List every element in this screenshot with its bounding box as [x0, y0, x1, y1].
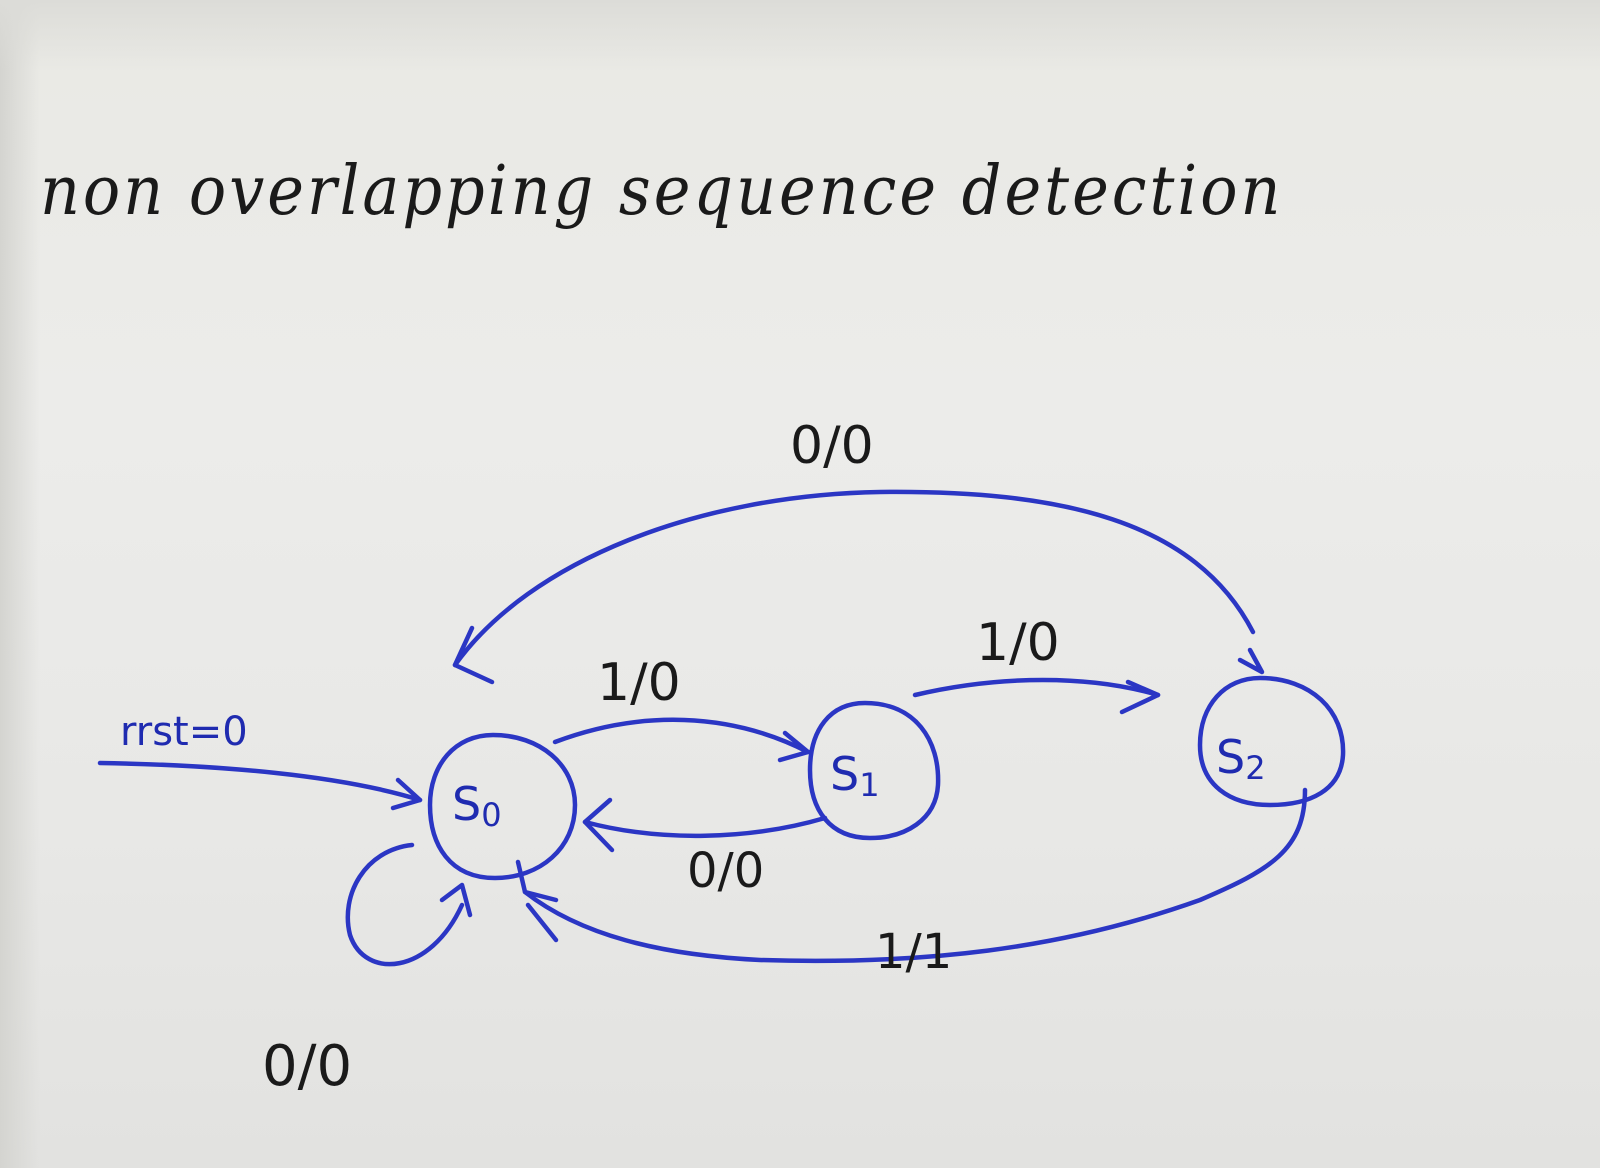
diagram-title: non overlapping sequence detection [40, 150, 1284, 231]
s0-self-loop [345, 842, 473, 967]
state-s0: S0 [427, 732, 578, 881]
s2-to-s0-bottom-label: 1/1 [875, 924, 952, 980]
state-s2: S2 [1197, 675, 1346, 808]
state-s2-label: S2 [1216, 730, 1266, 787]
page-shadow-top [0, 0, 1600, 70]
state-s1: S1 [807, 700, 941, 841]
state-s1-label: S1 [830, 747, 880, 804]
s1-to-s2-arrow [912, 677, 1161, 715]
s0-self-loop-label: 0/0 [262, 1034, 352, 1099]
s2-to-s0-bottom-arrow [515, 787, 1308, 964]
reset-label: rrst=0 [120, 709, 248, 755]
s0-to-s1-arrow [552, 717, 811, 763]
s2-to-s0-top-label: 0/0 [790, 416, 874, 476]
s0-to-s1-label: 1/0 [597, 653, 681, 713]
s2-to-s0-top-arrow [452, 489, 1265, 685]
s1-to-s0-label: 0/0 [687, 843, 764, 899]
s1-to-s0-arrow [582, 797, 828, 853]
reset-arrow [97, 760, 423, 811]
page-shadow-left [0, 0, 40, 1168]
state-s0-label: S0 [452, 777, 502, 834]
s1-to-s2-label: 1/0 [976, 613, 1060, 673]
